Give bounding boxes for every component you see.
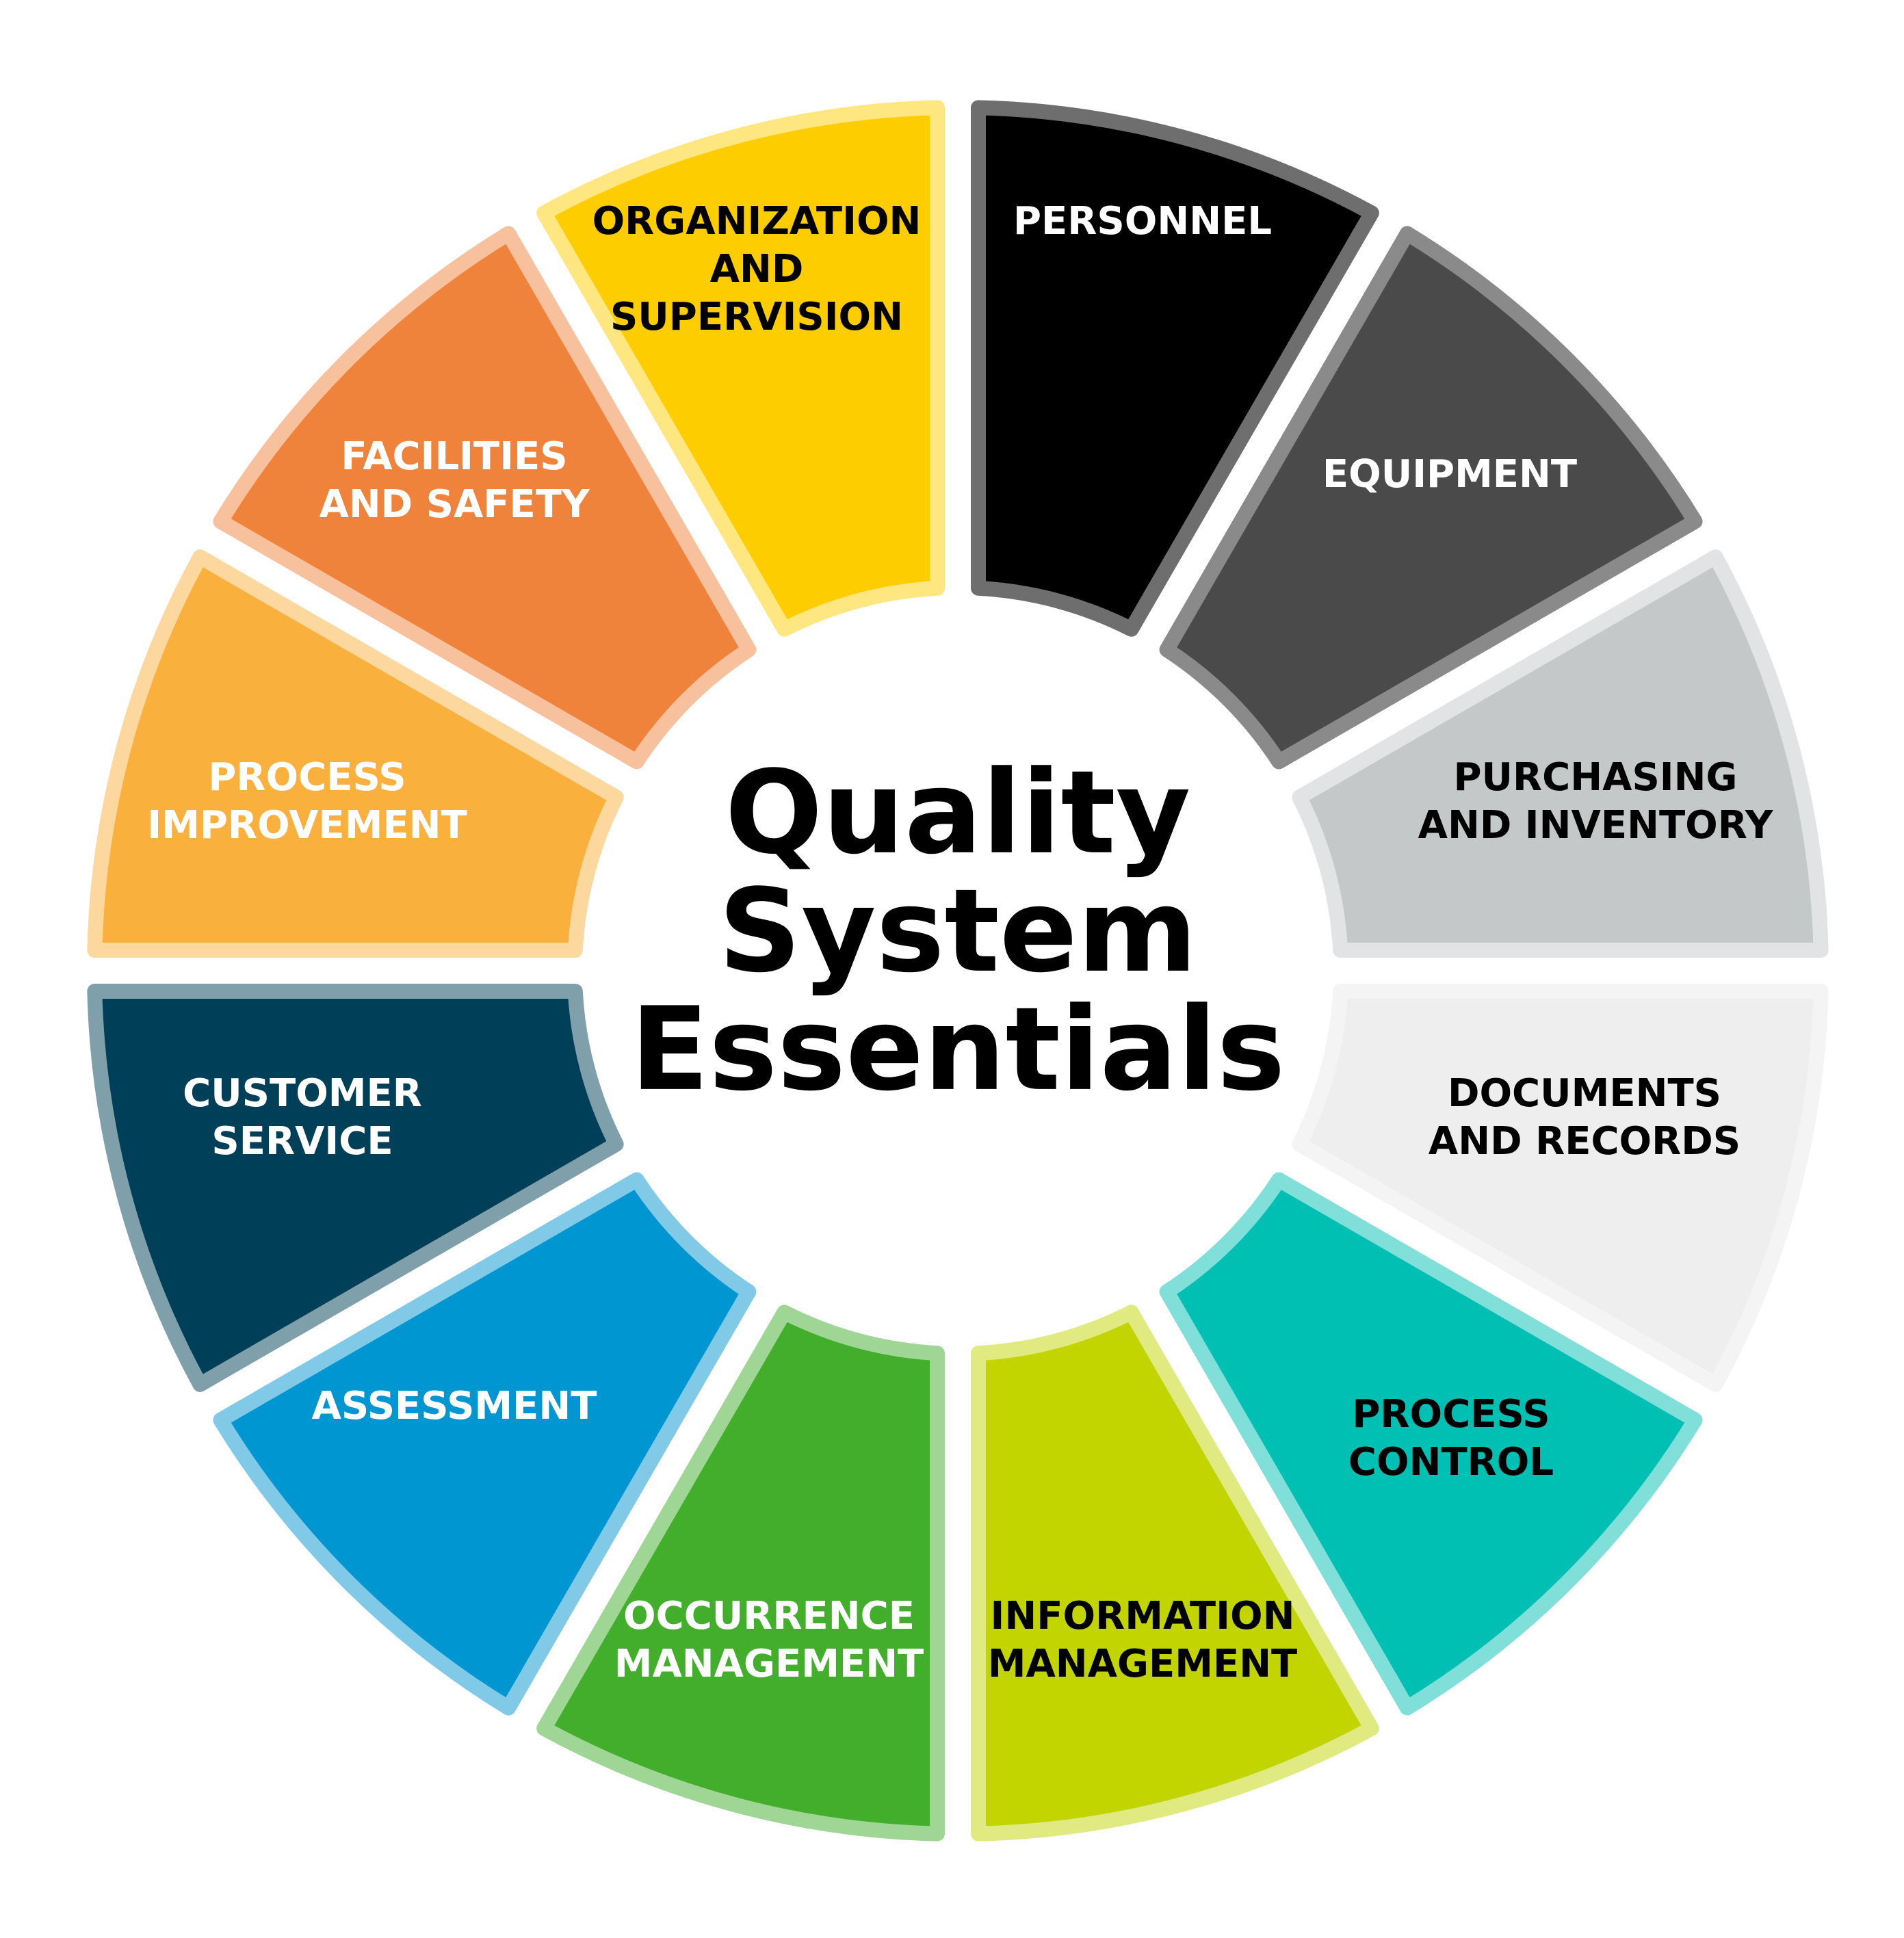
center-title: Quality System Essentials (630, 746, 1285, 1116)
segment-label-line: PERSONNEL (1013, 199, 1272, 244)
segment-label-line: AND RECORDS (1429, 1119, 1740, 1164)
segment-occurrence-management (536, 1305, 945, 1842)
segment-label-line: PROCESS (208, 755, 406, 800)
segment-label-line: MANAGEMENT (614, 1642, 924, 1686)
segment-organization-and-supervision (536, 100, 945, 637)
segment-label-line: SERVICE (211, 1119, 393, 1164)
segment-label-line: ASSESSMENT (312, 1384, 597, 1428)
title-line-2: System (718, 864, 1197, 998)
segment-label-line: AND INVENTORY (1418, 803, 1774, 848)
segment-assessment (213, 1172, 757, 1716)
segment-label-line: SUPERVISION (610, 295, 903, 339)
segment-documents-and-records (1292, 984, 1829, 1392)
segment-process-improvement (87, 549, 624, 958)
segment-label-line: ORGANIZATION (592, 199, 922, 244)
segment-information-management (971, 1305, 1379, 1842)
segment-label-line: PROCESS (1352, 1392, 1550, 1437)
segment-label-line: EQUIPMENT (1322, 452, 1577, 497)
segment-label-line: OCCURRENCE (623, 1594, 915, 1638)
segment-label-line: INFORMATION (991, 1594, 1295, 1638)
segment-equipment (1159, 226, 1703, 770)
segment-process-control (1159, 1172, 1703, 1716)
segment-label-line: IMPROVEMENT (147, 803, 467, 848)
segment-label: PERSONNEL (1013, 199, 1272, 244)
segment-label-line: AND SAFETY (319, 482, 590, 527)
segment-label-line: FACILITIES (341, 434, 567, 479)
segment-label-line: MANAGEMENT (988, 1642, 1298, 1686)
title-line-1: Quality (725, 746, 1191, 880)
segment-facilities-and-safety (213, 226, 757, 770)
title-line-3: Essentials (630, 982, 1285, 1116)
segment-label-line: AND (710, 247, 804, 291)
segment-customer-service (87, 984, 624, 1392)
segment-label: ASSESSMENT (312, 1384, 597, 1428)
segment-label-line: DOCUMENTS (1448, 1071, 1721, 1116)
segment-label-line: PURCHASING (1454, 755, 1738, 800)
segment-label-line: CONTROL (1348, 1440, 1554, 1484)
segment-personnel (971, 100, 1379, 637)
segment-label: EQUIPMENT (1322, 452, 1577, 497)
segment-label-line: CUSTOMER (183, 1071, 422, 1116)
segment-purchasing-and-inventory (1292, 549, 1829, 958)
